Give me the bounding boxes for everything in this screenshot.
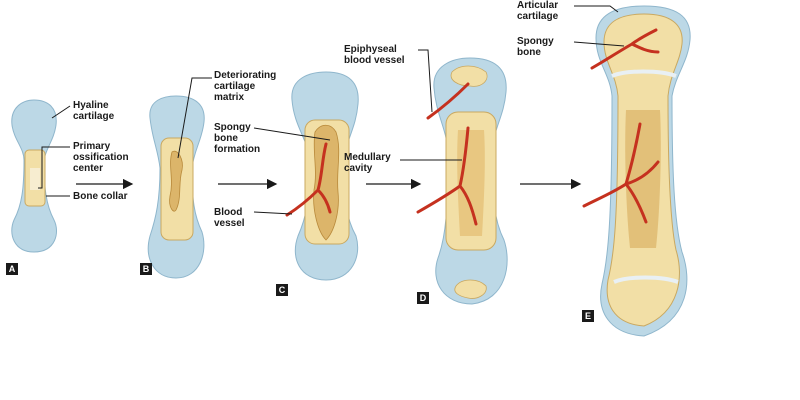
leader-spongy-bone (573, 41, 625, 47)
leader-primary (38, 146, 70, 189)
stage-d-epiphyseal-vessel (426, 82, 470, 120)
leader-epiphyseal (418, 49, 433, 113)
leader-lines (38, 5, 625, 215)
label-articular-cartilage: Articular cartilage (517, 0, 559, 22)
label-spongy-bone: Spongy bone (517, 36, 554, 58)
stage-e-medullary-cavity (625, 110, 661, 248)
leader-deteriorating (177, 77, 212, 159)
stage-e-upper-vessel (590, 28, 660, 70)
stage-label-e: E (582, 310, 594, 322)
label-hyaline-cartilage: Hyaline cartilage (73, 100, 115, 122)
label-bone-collar: Bone collar (73, 191, 128, 202)
stage-label-b: B (140, 263, 152, 275)
label-blood-vessel: Blood vessel (214, 207, 245, 229)
stage-a-model (11, 99, 57, 253)
label-primary-ossification-center: Primary ossification center (73, 141, 129, 174)
stage-label-a: A (6, 263, 18, 275)
stage-e-model (582, 5, 691, 337)
label-deteriorating-cartilage-matrix: Deteriorating cartilage matrix (214, 70, 277, 103)
stage-e-shaft-vessel (582, 122, 660, 224)
label-spongy-bone-formation: Spongy bone formation (214, 122, 261, 155)
stage-label-c: C (276, 284, 288, 296)
stage-c-spongy-bone (313, 124, 340, 241)
leader-hyaline (51, 105, 71, 119)
leader-blood-vessel (253, 211, 293, 215)
stage-d-lower-spongy (454, 279, 487, 299)
stage-a-ossification-center (30, 168, 40, 190)
label-medullary-cavity: Medullary cavity (344, 152, 391, 174)
stage-b-matrix (169, 150, 183, 212)
leader-spongy-formation (253, 127, 331, 141)
stage-b-model (147, 95, 205, 279)
stage-d-shaft-vessel (416, 126, 478, 226)
stage-c-model (285, 71, 359, 281)
stage-label-d: D (417, 292, 429, 304)
stage-d-epiphysis-spongy (450, 65, 488, 87)
stage-e-lower-plate (613, 275, 679, 284)
stage-e-upper-plate (611, 69, 677, 78)
stage-d-model (416, 57, 508, 305)
stage-c-blood-vessel (285, 142, 332, 217)
leader-articular (574, 5, 619, 13)
label-epiphyseal-blood-vessel: Epiphyseal blood vessel (344, 44, 405, 66)
